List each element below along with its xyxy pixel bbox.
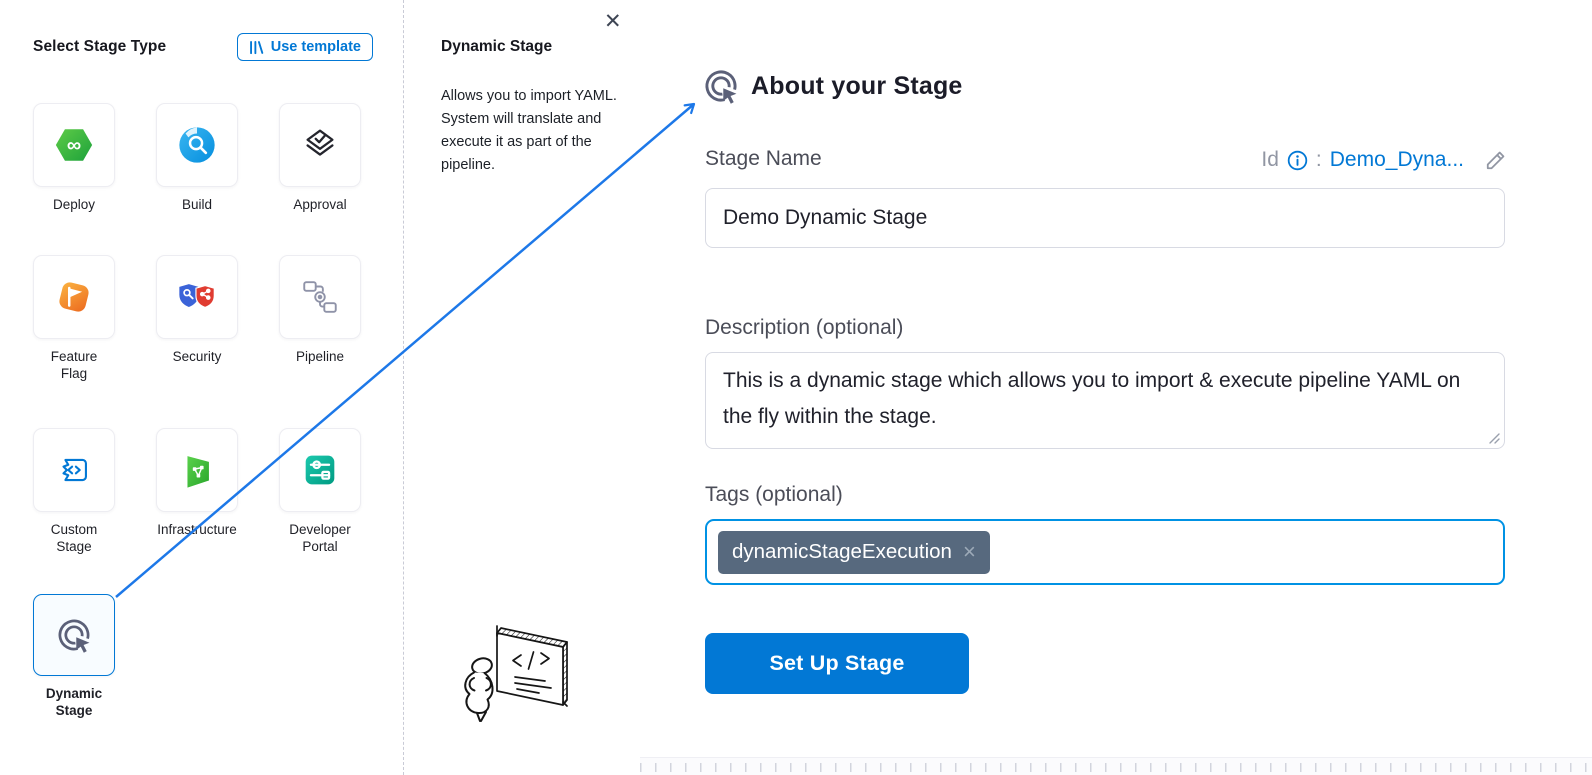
security-icon [179, 284, 215, 309]
stage-card-dynamic-stage-button[interactable] [33, 594, 115, 676]
stage-label: Developer Portal [289, 522, 351, 554]
deploy-icon: ∞ [55, 129, 93, 161]
id-label: Id [1261, 148, 1279, 171]
id-colon: : [1315, 148, 1322, 171]
stage-label: Custom Stage [50, 522, 98, 554]
dynamic-stage-icon [705, 70, 737, 104]
description-label: Description (optional) [705, 316, 904, 339]
stage-card-custom-stage-button[interactable] [33, 428, 115, 512]
use-template-label: Use template [270, 39, 361, 55]
stage-card-pipeline-button[interactable] [279, 255, 361, 339]
stage-card-infrastructure: Infrastructure [156, 428, 238, 538]
info-icon[interactable] [1287, 150, 1308, 171]
description-field: This is a dynamic stage which allows you… [705, 352, 1505, 449]
set-up-stage-button[interactable]: Set Up Stage [705, 633, 969, 694]
stage-card-developer-portal: Developer Portal [279, 428, 361, 555]
tags-label: Tags (optional) [705, 483, 843, 506]
tags-field[interactable]: dynamicStageExecution × [705, 519, 1505, 585]
pipeline-canvas-edge [640, 757, 1592, 775]
stage-label: Feature Flag [50, 349, 98, 381]
tags-input[interactable] [999, 540, 1492, 564]
select-stage-title: Select Stage Type [33, 38, 167, 55]
stage-card-pipeline: Pipeline [279, 255, 361, 365]
stage-id-row: Id : Demo_Dyna... [1261, 148, 1507, 172]
tag-chip: dynamicStageExecution × [718, 530, 990, 574]
approval-icon [306, 129, 334, 156]
stage-card-approval: Approval [279, 103, 361, 213]
svg-text:∞: ∞ [67, 135, 81, 157]
stage-label: Security [172, 349, 222, 364]
stage-label: Infrastructure [157, 522, 237, 537]
tag-remove-icon[interactable]: × [962, 539, 976, 564]
edit-pencil-icon[interactable] [1484, 149, 1507, 172]
description-input[interactable]: This is a dynamic stage which allows you… [705, 352, 1505, 449]
about-title: About your Stage [751, 71, 963, 100]
developer-portal-icon [305, 455, 335, 485]
stage-card-build-button[interactable] [156, 103, 238, 187]
about-heading: About your Stage [701, 66, 963, 106]
select-stage-panel: Select Stage Type Use template ∞ Deploy [0, 0, 404, 775]
stage-card-custom-stage: Custom Stage [33, 428, 115, 555]
stage-label: Dynamic Stage [45, 686, 103, 718]
infrastructure-icon [187, 456, 209, 488]
stage-label: Deploy [52, 197, 96, 212]
stage-card-deploy-button[interactable]: ∞ [33, 103, 115, 187]
use-template-button[interactable]: Use template [236, 33, 373, 61]
stage-card-build: Build [156, 103, 238, 213]
template-library-icon [249, 40, 263, 54]
close-icon[interactable]: ✕ [604, 10, 622, 33]
stage-card-feature-flag: Feature Flag [33, 255, 115, 382]
build-icon [179, 127, 215, 163]
stage-name-input[interactable] [705, 188, 1505, 248]
whiteboard-illustration [464, 625, 568, 722]
stage-card-feature-flag-button[interactable] [33, 255, 115, 339]
stage-card-infrastructure-button[interactable] [156, 428, 238, 512]
stage-name-label: Stage Name [705, 147, 822, 170]
stage-info-panel: ✕ Dynamic Stage Allows you to import YAM… [405, 0, 640, 775]
stage-card-deploy: ∞ Deploy [33, 103, 115, 213]
stage-label: Pipeline [295, 349, 345, 364]
id-value[interactable]: Demo_Dyna... [1329, 148, 1464, 171]
stage-card-approval-button[interactable] [279, 103, 361, 187]
feature-flag-icon [59, 282, 89, 312]
custom-stage-icon [62, 458, 87, 482]
dynamic-stage-icon [58, 619, 90, 653]
stage-info-title: Dynamic Stage [441, 38, 553, 55]
stage-card-security-button[interactable] [156, 255, 238, 339]
stage-label: Approval [293, 197, 347, 212]
stage-card-dynamic-stage: Dynamic Stage [33, 594, 115, 719]
tag-chip-label: dynamicStageExecution [732, 540, 952, 563]
stage-label: Build [181, 197, 213, 212]
pipeline-icon [303, 281, 337, 313]
stage-card-security: Security [156, 255, 238, 365]
select-stage-header: Select Stage Type Use template [33, 33, 373, 61]
stage-info-description: Allows you to import YAML. System will t… [441, 88, 617, 173]
stage-card-developer-portal-button[interactable] [279, 428, 361, 512]
